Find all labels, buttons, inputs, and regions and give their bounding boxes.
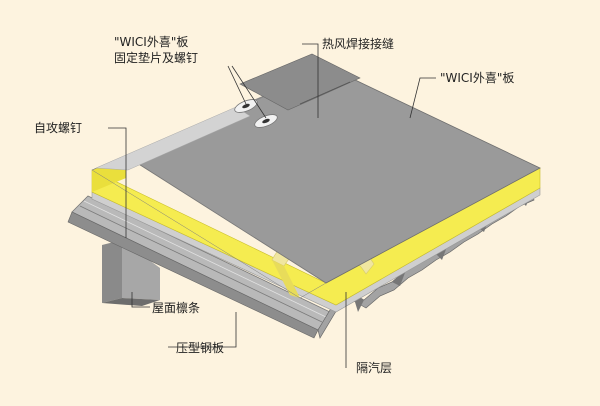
fixing-washers	[234, 99, 278, 128]
leader-lines	[108, 43, 436, 368]
label-vapor-barrier: 隔汽层	[356, 361, 393, 375]
label-panel-fixing-line2: 固定垫片及螺钉	[114, 51, 199, 65]
label-panel-fixing-line1: "WICI外喜"板	[114, 35, 189, 49]
wici-panel-membrane	[91, 53, 541, 299]
label-purlin: 屋面檩条	[152, 301, 201, 315]
label-self-tapping-screw: 自攻螺钉	[34, 121, 83, 135]
label-steel-deck: 压型钢板	[176, 341, 225, 355]
roof-purlin	[102, 240, 160, 306]
label-wici-panel: "WICI外喜"板	[440, 71, 515, 85]
label-hot-air-weld: 热风焊接接缝	[322, 37, 395, 51]
